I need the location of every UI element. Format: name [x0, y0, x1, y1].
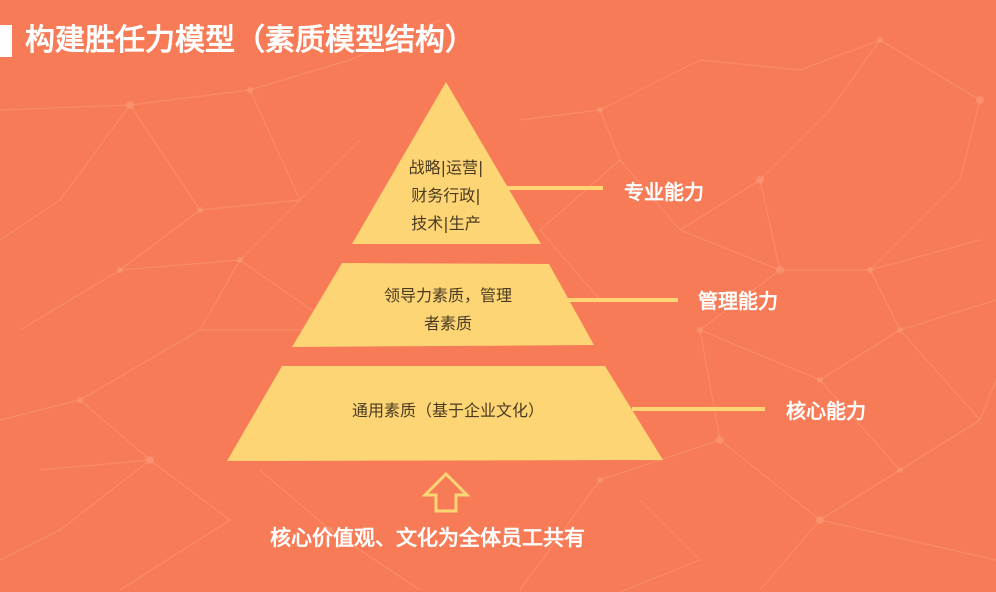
tier-top-line: 战略|运营| [408, 158, 484, 177]
label-management-ability: 管理能力 [698, 289, 778, 313]
tier-top-triangle [352, 82, 541, 244]
tier-top-line: 技术|生产 [411, 214, 481, 233]
label-core-ability: 核心能力 [786, 399, 866, 423]
up-arrow-icon [421, 471, 471, 513]
page-title: 构建胜任力模型（素质模型结构） [25, 23, 475, 58]
tier-middle-line: 领导力素质，管理 [383, 286, 512, 305]
label-professional-ability: 专业能力 [624, 180, 704, 204]
tier-bottom-trapezoid [227, 366, 663, 461]
tier-middle-trapezoid [292, 263, 594, 347]
tier-middle-line: 者素质 [423, 314, 472, 333]
tier-bottom-text: 通用素质（基于企业文化） [318, 397, 578, 425]
tier-top-line: 财务行政| [411, 186, 481, 205]
tier-middle-text: 领导力素质，管理 者素质 [358, 282, 538, 338]
title-accent-bar [0, 25, 12, 57]
tier-bottom-line: 通用素质（基于企业文化） [351, 401, 544, 420]
bottom-caption: 核心价值观、文化为全体员工共有 [270, 526, 585, 550]
tier-top-text: 战略|运营| 财务行政| 技术|生产 [386, 154, 506, 238]
